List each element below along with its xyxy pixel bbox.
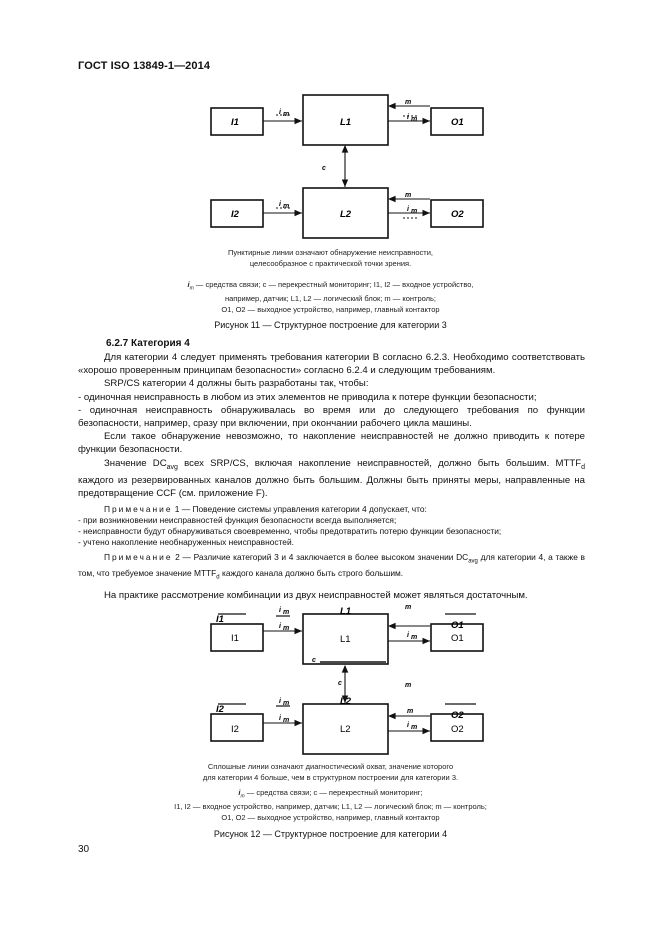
label-m-1: m [405,604,411,611]
label-i1: I1 [231,633,239,644]
label-m-1: m [405,99,411,106]
label-l1: L1 [340,117,351,128]
svg-text:m: m [411,208,417,215]
box-o1 [430,623,484,652]
label-im-3: i [407,114,410,121]
svg-text:m: m [283,625,289,632]
figure-11-note: Пунктирные линии означают обнаружение не… [227,248,434,268]
label-im-5: i [407,632,410,639]
svg-text:m: m [411,116,417,123]
label-c-1: c [312,657,316,664]
label-o1-top: O1 [451,620,464,631]
label-o2: O2 [451,724,464,735]
note-2: Примечание 2 — Различие категорий 3 и 4 … [78,552,585,581]
svg-text:m: m [283,203,289,210]
label-i2: I2 [231,209,240,220]
label-im-2: i [279,623,282,630]
paragraph-3: Если такое обнаружение невозможно, то на… [78,431,585,456]
note-1-bullet-1: - при возникновении неисправностей функц… [78,515,397,526]
section-title: 6.2.7 Категория 4 [106,338,190,349]
paragraph-4: Значение DCavg всех SRP/CS, включая нако… [78,457,585,499]
figure-12-diagram: I1 I1 L1 L1 O1 O1 I2 I2 L2 L2 O2 O2 i m … [210,604,484,755]
box-o2 [430,199,484,228]
svg-text:m: m [283,111,289,118]
bullet-1: - одиночная неисправность в любом из эти… [78,391,537,403]
figure-11-diagram: I1 L1 O1 I2 L2 O2 i m i m m i m m i m c [210,94,484,239]
label-l2: L2 [340,209,352,220]
box-l2 [302,703,389,755]
document-header: ГОСТ ISO 13849-1—2014 [78,60,211,72]
box-o2 [430,713,484,742]
label-l2-top: L2 [340,696,352,707]
paragraph-1: Для категории 4 следует применять требов… [78,352,585,377]
section-body: Для категории 4 следует применять требов… [78,351,585,603]
note-1-bullet-3: - учтено накопление необнаруженных неисп… [78,537,294,548]
label-o2-top: O2 [451,710,464,721]
label-m-2: m [405,682,411,689]
label-im-4: i [279,715,282,722]
label-l1-top: L1 [340,606,351,617]
figure-12-legend: im — средства связи; с — перекрестный мо… [174,788,487,822]
label-i1-top: I1 [216,614,224,625]
svg-text:m: m [411,724,417,731]
label-im-3: i [279,698,282,705]
note-1: Примечание 1 — Поведение системы управле… [104,504,427,515]
box-o1 [430,107,484,136]
label-o2: O2 [451,209,464,220]
figure-12-note: Сплошные линии означают диагностический … [202,762,459,782]
box-i2 [210,713,264,742]
figure-11-caption: Рисунок 11 — Структурное построение для … [214,320,447,330]
figure-12-caption: Рисунок 12 — Структурное построение для … [213,829,448,839]
label-l2: L2 [340,724,351,735]
figure-11-legend: im — средства связи; с — перекрестный мо… [187,280,474,314]
label-m-2: m [405,192,411,199]
note-1-bullet-2: - неисправности будут обнаруживаться сво… [78,526,502,537]
label-i1: I1 [231,117,239,128]
paragraph-2: SRP/CS категории 4 должны быть разработа… [104,378,369,390]
label-m-3: m [407,708,413,715]
bullet-2: - одиночная неисправность обнаруживалась… [78,404,585,430]
label-im-6: i [407,722,410,729]
label-c: c [322,165,326,172]
label-c-2: c [338,680,342,687]
label-i2: I2 [231,724,239,735]
svg-text:m: m [411,634,417,641]
svg-text:m: m [283,609,289,616]
label-i2-top: I2 [216,704,225,715]
label-im-2: i [279,201,282,208]
label-l1: L1 [340,634,351,645]
label-im-4: i [407,206,410,213]
box-l1 [302,613,389,665]
label-o1: O1 [451,633,464,644]
label-im-1: i [279,109,282,116]
svg-text:m: m [283,700,289,707]
label-im-1: i [279,607,282,614]
box-i1 [210,623,264,652]
label-o1: O1 [451,117,464,128]
svg-text:m: m [283,717,289,724]
paragraph-5: На практике рассмотрение комбинации из д… [104,590,528,602]
page-number: 30 [78,844,90,855]
